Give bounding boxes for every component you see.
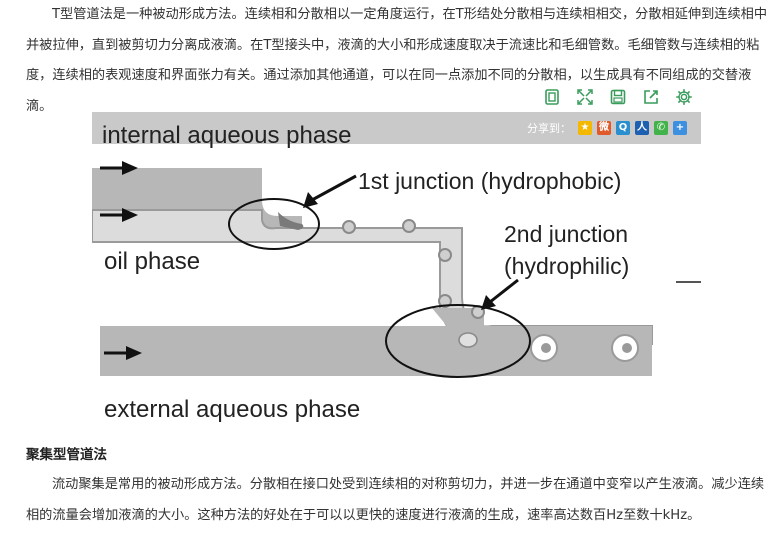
flow-arrow-external-head: [126, 346, 142, 360]
article-paragraph-2: 流动聚集是常用的被动形成方法。分散相在接口处受到连续相的对称剪切力，并进一步在通…: [26, 477, 765, 523]
second-junction-highlight: [385, 304, 531, 378]
first-junction-highlight: [228, 198, 320, 250]
second-junction-label: 2nd junction: [504, 221, 628, 247]
droplet: [342, 220, 356, 234]
external-channel: [100, 326, 652, 376]
renren-icon[interactable]: 人: [635, 121, 649, 135]
article-paragraph-1: T型管道法是一种被动形成方法。连续相和分散相以一定角度运行，在T形结处分散相与连…: [26, 7, 768, 114]
oil-phase-label: oil phase: [104, 248, 200, 275]
share-out-icon[interactable]: [642, 88, 660, 106]
image-toolbar: [535, 82, 701, 112]
internal-phase-label: internal aqueous phase: [102, 122, 352, 149]
double-droplet-core: [541, 343, 551, 353]
fullscreen-icon[interactable]: [576, 88, 594, 106]
tencent-weibo-icon[interactable]: Q: [616, 121, 630, 135]
share-label: 分享到：: [527, 122, 571, 135]
callout-arrow-first-head: [303, 192, 318, 208]
droplet: [402, 219, 416, 233]
save-icon[interactable]: [609, 88, 627, 106]
fit-icon[interactable]: [543, 88, 561, 106]
forming-droplet-1: [278, 212, 304, 230]
callout-arrow-second: [489, 278, 519, 304]
qzone-icon[interactable]: ★: [578, 121, 592, 135]
flow-arrow-internal-head: [122, 161, 138, 175]
first-junction-label: 1st junction (hydrophobic): [358, 168, 621, 194]
droplet: [438, 294, 452, 308]
section-heading: 聚集型管道法: [26, 447, 107, 463]
more-icon[interactable]: +: [673, 121, 687, 135]
callout-arrow-first: [311, 174, 357, 202]
t-junction-diagram: 分享到： ★ 微 Q 人 ✆ + internal aqueous phase: [92, 112, 701, 430]
forming-droplet: [458, 332, 478, 348]
flow-arrow-oil-head: [122, 208, 138, 222]
weibo-icon[interactable]: 微: [597, 121, 611, 135]
second-junction-sublabel: (hydrophilic): [504, 253, 629, 279]
callout-arrow-second-head: [481, 295, 496, 310]
share-bar: 分享到： ★ 微 Q 人 ✆ +: [527, 112, 687, 144]
settings-icon[interactable]: [675, 88, 693, 106]
droplet: [438, 248, 452, 262]
double-droplet-core: [622, 343, 632, 353]
wechat-icon[interactable]: ✆: [654, 121, 668, 135]
external-phase-label: external aqueous phase: [104, 396, 360, 423]
